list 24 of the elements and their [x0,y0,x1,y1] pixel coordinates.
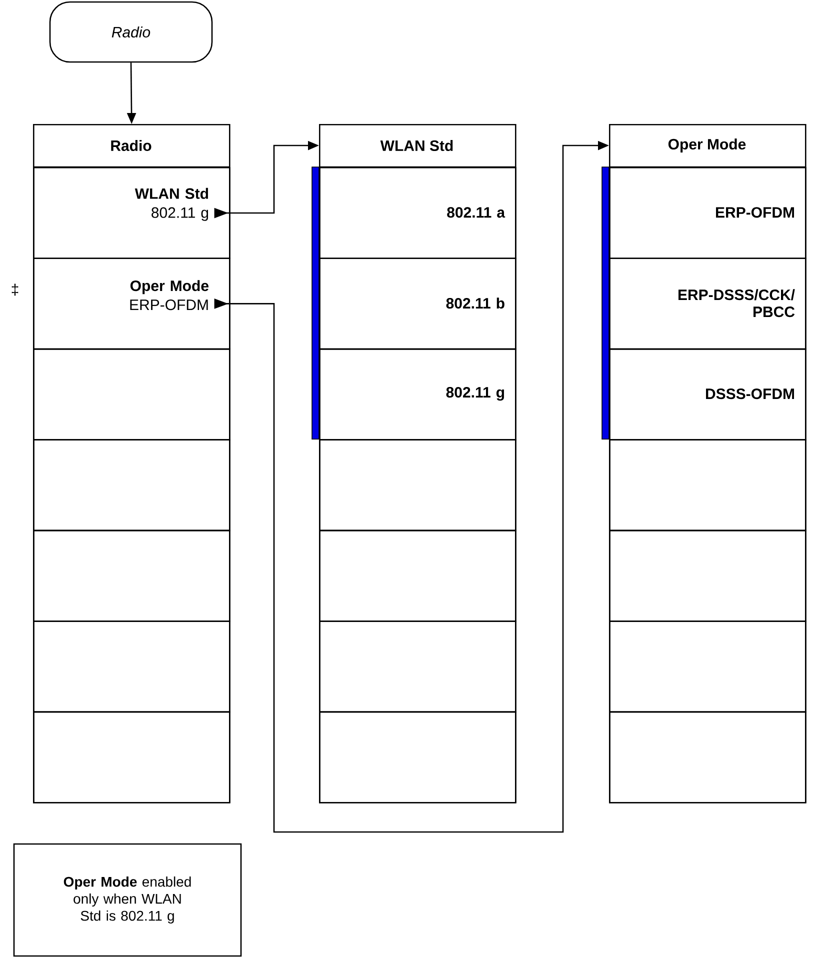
empty-softkey [609,439,806,532]
empty-softkey [609,530,806,622]
choice-softkey: 802.11 g [319,348,516,440]
empty-softkey [319,711,516,804]
start-terminal: Radio [49,1,213,63]
choice-softkey: ERP-OFDM [609,167,806,259]
empty-softkey [609,711,806,804]
choice-softkey: 802.11 a [319,167,516,259]
empty-softkey [33,439,230,532]
note-box: Oper Mode enabled only when WLAN Std is 802.11 g [13,843,242,957]
footnote-mark: ‡ [12,284,18,296]
choice-softkey: DSSS-OFDM [609,348,806,440]
empty-softkey [33,348,230,440]
empty-softkey [319,620,516,713]
empty-softkey [33,620,230,713]
menu-softkey: WLAN Std 802.11 g [33,167,230,259]
empty-softkey [33,711,230,804]
empty-softkey [609,620,806,713]
empty-softkey [319,530,516,622]
choice-softkey: 802.11 b [319,258,516,350]
choice-softkey: ERP-DSSS/CCK/ PBCC [609,258,806,350]
empty-softkey [319,439,516,532]
menu-softkey: Oper Mode ERP-OFDM [33,258,230,350]
empty-softkey [33,530,230,622]
